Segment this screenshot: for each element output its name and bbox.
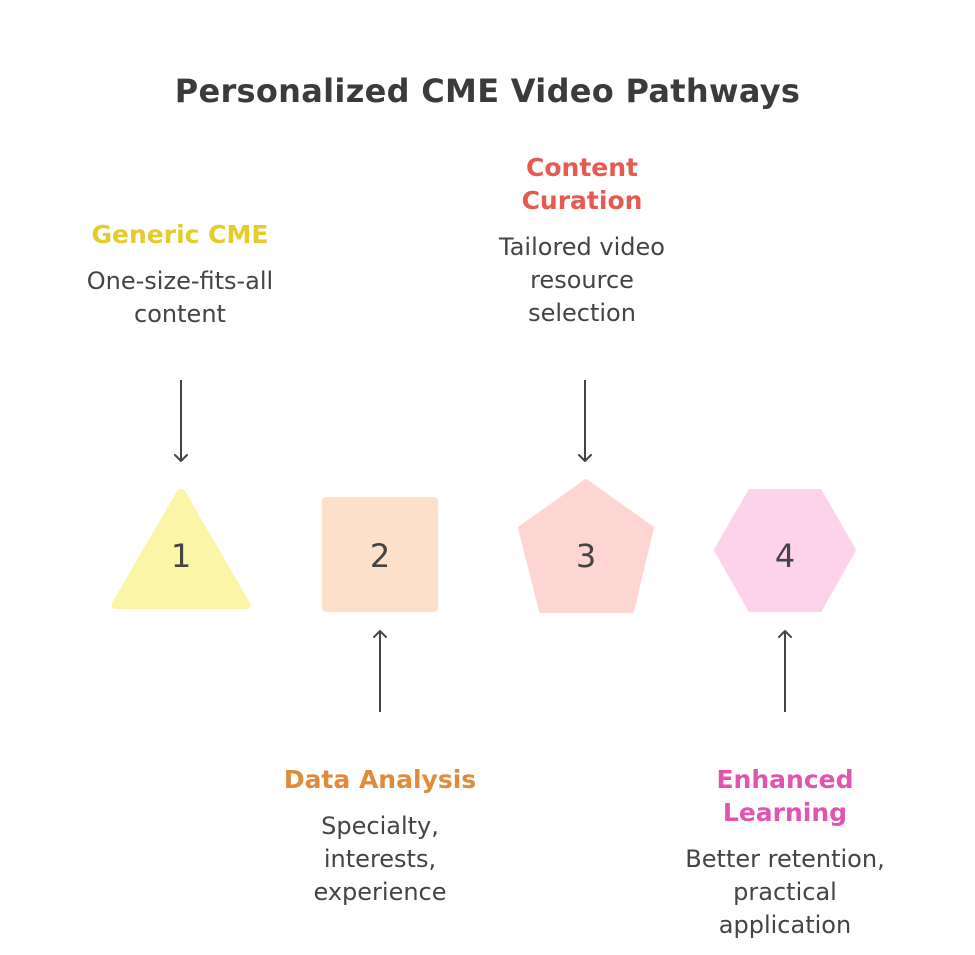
step-4-label: Enhanced Learning Better retention, prac…	[630, 763, 940, 942]
step-3-label: Content Curation Tailored video resource…	[432, 151, 732, 330]
step-4-title-line: Enhanced	[716, 765, 854, 794]
step-3-pentagon	[518, 479, 654, 613]
step-1-description-line: One-size-fits-all	[86, 267, 274, 295]
step-1-description: One-size-fits-all content	[30, 265, 330, 331]
step-1-description-line: content	[134, 300, 226, 328]
diagram-title: Personalized CME Video Pathways	[174, 72, 801, 110]
step-4-description-line: practical	[733, 878, 837, 906]
step-4-description-line: application	[718, 911, 852, 939]
step-2-label: Data Analysis Specialty, interests, expe…	[230, 763, 530, 909]
step-2-title: Data Analysis	[283, 765, 477, 794]
step-2-square	[322, 497, 438, 612]
step-3-title-line: Curation	[521, 186, 643, 215]
step-4-description: Better retention, practical application	[630, 843, 940, 942]
step-3-description-line: Tailored video	[499, 233, 665, 261]
step-4-hexagon	[714, 489, 856, 612]
step-3-description: Tailored video resource selection	[432, 231, 732, 330]
step-4-description-line: Better retention,	[685, 845, 885, 873]
step-2-description-line: Specialty,	[321, 812, 439, 840]
step-3-description-line: resource	[530, 266, 634, 294]
step-3-number: 3	[576, 537, 596, 575]
step-1-number: 1	[171, 537, 191, 575]
step-1-title: Generic CME	[91, 220, 269, 249]
step-1-label: Generic CME One-size-fits-all content	[30, 218, 330, 331]
step-3-title-line: Content	[526, 153, 638, 182]
step-2-description-line: interests,	[323, 845, 437, 873]
step-3-description-line: selection	[528, 299, 636, 327]
step-4-number: 4	[775, 537, 795, 575]
step-2-description: Specialty, interests, experience	[230, 810, 530, 909]
step-2-description-line: experience	[313, 878, 447, 906]
step-1-triangle	[111, 488, 251, 609]
step-3-title: Content Curation	[432, 151, 732, 217]
step-4-title: Enhanced Learning	[630, 763, 940, 829]
step-4-title-line: Learning	[722, 798, 848, 827]
step-2-number: 2	[370, 537, 390, 575]
